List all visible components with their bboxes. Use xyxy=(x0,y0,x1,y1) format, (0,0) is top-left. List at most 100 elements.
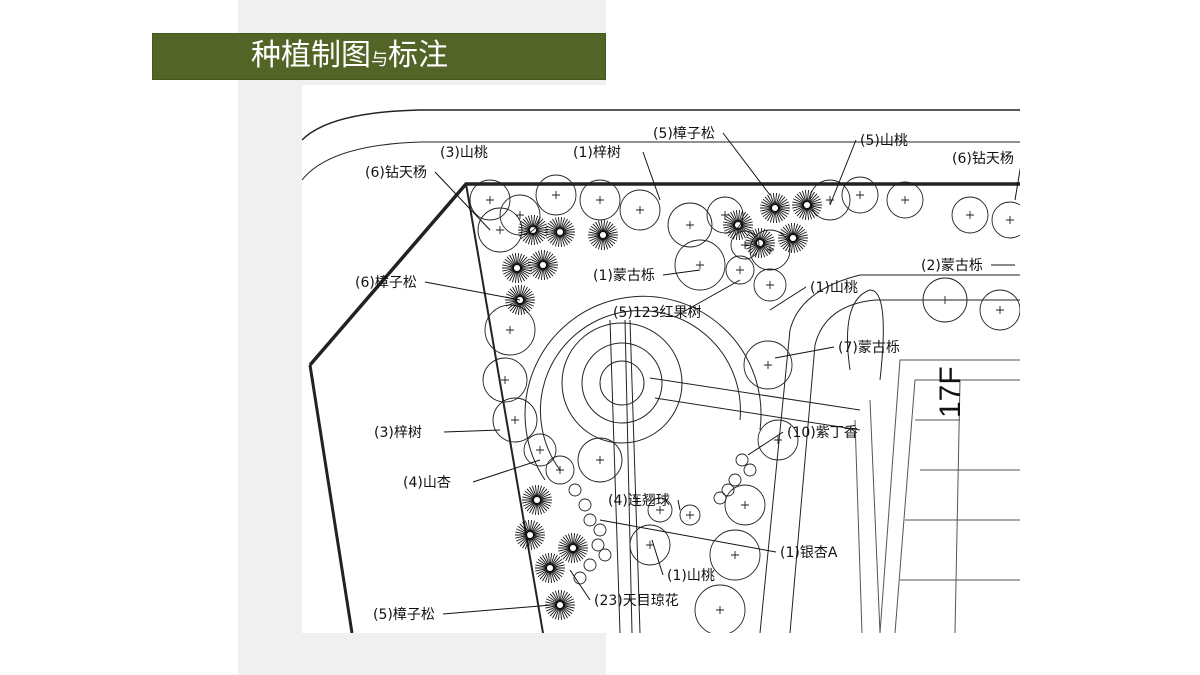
plant-label: (5)山桃 xyxy=(860,133,908,149)
tree-symbol xyxy=(886,181,924,219)
plant-label: (1)山桃 xyxy=(667,568,715,584)
plant-label: (7)蒙古栎 xyxy=(838,340,900,356)
tree-symbol xyxy=(730,230,760,260)
plant-label: (3)梓树 xyxy=(374,425,422,441)
plant-label: (6)钻天杨 xyxy=(365,165,427,181)
shrub-symbol xyxy=(593,523,607,537)
pine-tree-symbol xyxy=(535,553,565,583)
pine-tree-symbol xyxy=(778,223,808,253)
plant-label: (10)紫丁香 xyxy=(787,425,858,441)
planting-plan-svg: (3)山桃 (1)梓树 (5)樟子松 (5)山桃 (6)钻天杨 (6)钻天杨 (6)樟子松 (… xyxy=(302,109,1020,633)
tree-symbol xyxy=(535,174,577,216)
plant-label: (2)蒙古栎 xyxy=(921,258,983,274)
shrub-symbol xyxy=(728,473,742,487)
title-part1: 种植制图 xyxy=(251,38,371,73)
leader-line xyxy=(682,279,741,313)
pine-tree-symbol xyxy=(558,533,588,563)
plant-label: (5)123红果树 xyxy=(613,305,702,321)
pine-tree-symbol xyxy=(760,193,790,223)
tree-symbol xyxy=(725,255,755,285)
tree-symbol xyxy=(619,189,661,231)
tree-symbol xyxy=(979,289,1020,331)
pine-tree-symbol xyxy=(518,215,548,245)
leader-line xyxy=(442,604,553,615)
leader-line xyxy=(774,346,835,359)
shrub-symbol xyxy=(583,513,597,527)
plant-label: (5)樟子松 xyxy=(373,606,435,623)
pine-tree-symbol xyxy=(723,210,753,240)
slide-title: 种植制图与标注 xyxy=(251,38,448,78)
leader-line xyxy=(434,171,491,231)
tree-symbol xyxy=(679,504,701,526)
building-17f-label: 17F xyxy=(934,366,967,418)
tree-symbol xyxy=(757,419,799,461)
title-part2: 标注 xyxy=(388,38,448,73)
tree-symbol xyxy=(484,304,536,356)
shrub-symbol xyxy=(743,463,757,477)
shrub-symbol xyxy=(573,571,587,585)
plant-label: (4)山杏 xyxy=(403,475,451,491)
tree-symbol xyxy=(753,268,787,302)
tree-symbol xyxy=(694,584,746,633)
plant-label: (23)天目琼花 xyxy=(594,593,679,609)
tree-symbol xyxy=(647,497,673,523)
tree-symbol xyxy=(577,437,623,483)
leader-line xyxy=(651,539,664,576)
shrub-symbol xyxy=(721,483,735,497)
tree-symbol xyxy=(922,277,968,323)
tree-symbol xyxy=(743,340,793,390)
tree-symbol xyxy=(469,179,511,221)
plant-label: (3)山桃 xyxy=(440,145,488,161)
tree-symbol xyxy=(523,433,557,467)
leader-line xyxy=(443,429,501,433)
shrub-symbol xyxy=(713,491,727,505)
plant-label: (1)山桃 xyxy=(810,280,858,296)
shrub-symbol xyxy=(591,538,605,552)
leader-line xyxy=(769,286,807,311)
leader-line xyxy=(569,569,591,601)
pine-tree-symbol xyxy=(792,190,822,220)
plant-label: (6)樟子松 xyxy=(355,274,417,291)
pine-tree-symbol xyxy=(745,228,775,258)
title-bar: 种植制图与标注 xyxy=(152,33,606,80)
plant-label: (1)银杏A xyxy=(780,545,838,561)
leader-line xyxy=(722,132,771,196)
leader-line xyxy=(747,431,784,456)
shrub-symbol xyxy=(598,548,612,562)
leader-line xyxy=(677,499,681,511)
plant-label: (1)梓树 xyxy=(573,145,621,161)
shrub-symbol xyxy=(578,498,592,512)
tree-symbol xyxy=(629,524,671,566)
pine-tree-symbol xyxy=(522,485,552,515)
shrub-symbol xyxy=(568,483,582,497)
tree-symbol xyxy=(492,397,538,443)
tree-symbol xyxy=(706,196,744,234)
tree-symbol xyxy=(482,357,528,403)
pine-tree-symbol xyxy=(528,250,558,280)
tree-symbol xyxy=(545,455,575,485)
pine-tree-symbol xyxy=(502,253,532,283)
planting-plan-drawing: (3)山桃 (1)梓树 (5)樟子松 (5)山桃 (6)钻天杨 (6)钻天杨 (6)樟子松 (… xyxy=(302,85,1020,633)
plant-label: (4)连翘球 xyxy=(608,493,670,509)
plant-label: (6)钻天杨 xyxy=(952,151,1014,167)
shrub-symbol xyxy=(735,453,749,467)
plant-label: (1)蒙古栎 xyxy=(593,268,655,284)
tree-symbol xyxy=(951,196,989,234)
tree-symbol xyxy=(724,484,766,526)
tree-symbol xyxy=(579,179,621,221)
pine-tree-symbol xyxy=(515,520,545,550)
shrub-symbol xyxy=(583,558,597,572)
plant-label: (5)樟子松 xyxy=(653,125,715,142)
leader-line xyxy=(1014,166,1020,201)
pine-tree-symbol xyxy=(545,590,575,620)
tree-symbol xyxy=(991,201,1020,239)
pine-tree-symbol xyxy=(545,217,575,247)
leader-line xyxy=(424,281,521,301)
leader-line xyxy=(642,151,661,201)
tree-symbol xyxy=(674,239,726,291)
tree-symbol xyxy=(709,529,761,581)
pine-tree-symbol xyxy=(588,220,618,250)
leader-line xyxy=(662,269,701,276)
leader-line xyxy=(829,139,857,206)
leader-line xyxy=(599,519,777,553)
